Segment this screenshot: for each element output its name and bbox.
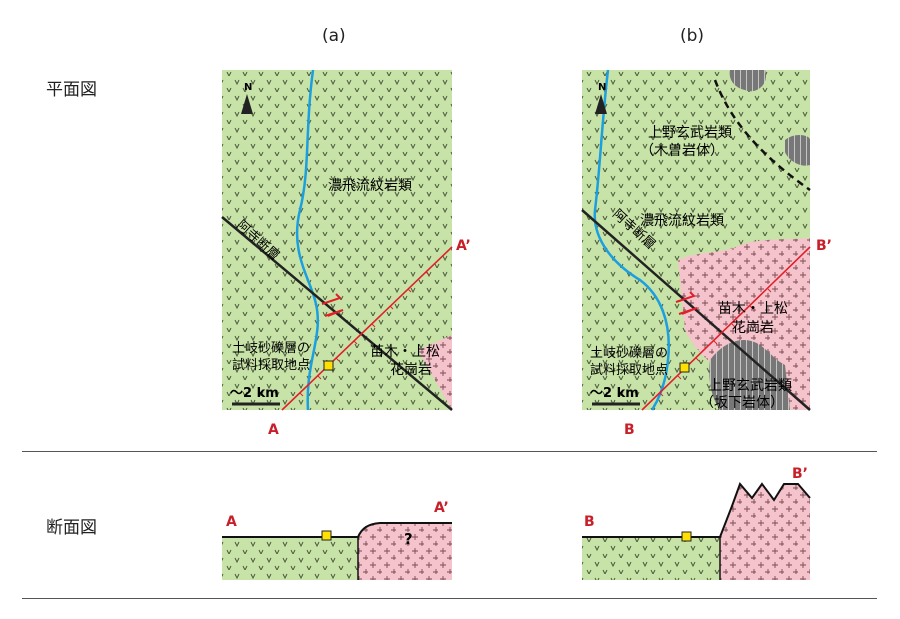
- section-label-b-left: B: [584, 514, 595, 530]
- north-label-b: N: [598, 82, 606, 93]
- fault-line-b: [581, 209, 811, 411]
- label-sample2-a: 試料採取地点: [232, 357, 310, 373]
- section-granite-b: [720, 484, 810, 580]
- label-basalt-saka1-b: 上野玄武岩類: [708, 377, 792, 394]
- section-surface-b: [582, 482, 811, 538]
- row-label-section: 断面図: [46, 518, 97, 538]
- granite-area-a: [418, 335, 452, 410]
- basalt-sakashita-b: [709, 340, 790, 410]
- boundary-dashed-b: [713, 79, 811, 192]
- map-frame-b: [582, 70, 810, 410]
- label-granite2-b: 花崗岩: [732, 320, 774, 336]
- north-arrow-b: N: [595, 82, 607, 114]
- section-line-ticks-b: [659, 271, 790, 397]
- label-granite1-b: 苗木・上松: [718, 301, 788, 317]
- panel-label-a: (a): [322, 26, 346, 46]
- river-a: [295, 69, 320, 411]
- scale-bar-b: ～2 km: [590, 386, 640, 406]
- scale-label-b: ～2 km: [590, 386, 639, 401]
- label-rhyolite-b: 濃飛流紋岩類: [640, 213, 724, 229]
- section-line-ticks-a: [299, 271, 430, 397]
- section-end-b-left: B: [624, 422, 635, 438]
- section-sample-a: [321, 530, 332, 541]
- section-line-a: [281, 246, 453, 411]
- section-rhyolite-b: [582, 537, 720, 580]
- panel-label-b: (b): [680, 26, 705, 46]
- section-label-a-right: A’: [434, 500, 449, 516]
- scale-bar-a: ～2 km: [230, 386, 280, 406]
- label-sample1-b: 土岐砂礫層の: [590, 345, 668, 361]
- section-label-b-right: B’: [792, 466, 808, 482]
- plan-map-b: N 上野玄武岩類 （木曽岩体） 濃飛流紋岩類 阿寺断層 苗木・上松 花崗岩 土岐…: [581, 69, 832, 438]
- fault-arrows-b: [675, 291, 698, 315]
- label-basalt-saka2-b: （坂下岩体）: [700, 395, 784, 411]
- sample-point-b: [679, 362, 690, 373]
- label-basalt-kiso1-b: 上野玄武岩類: [648, 124, 732, 141]
- divider-top: [22, 451, 877, 452]
- sample-point-a: [323, 360, 334, 371]
- label-granite1-a: 苗木・上松: [370, 344, 440, 360]
- river-b: [593, 69, 670, 411]
- section-label-a-left: A: [226, 514, 237, 530]
- cross-section-a: ? A A’: [222, 500, 452, 580]
- fault-line-a: [221, 216, 453, 411]
- label-rhyolite-a: 濃飛流紋岩類: [328, 178, 412, 194]
- section-granite-a: [358, 523, 452, 580]
- scale-label-a: ～2 km: [230, 386, 279, 401]
- label-sample2-b: 試料採取地点: [590, 362, 668, 378]
- plan-map-a: N 濃飛流紋岩類 阿寺断層 土岐砂礫層の 試料採取地点 苗木・上松 花崗岩 ～2…: [221, 69, 470, 438]
- divider-bottom: [22, 598, 877, 599]
- basalt-kiso-b: [729, 70, 810, 166]
- section-end-a-right: A’: [456, 238, 470, 254]
- north-label-a: N: [244, 82, 252, 93]
- label-sample1-a: 土岐砂礫層の: [232, 340, 310, 356]
- section-sample-b: [681, 531, 692, 542]
- section-end-a-left: A: [268, 422, 279, 438]
- label-granite2-a: 花崗岩: [390, 362, 432, 378]
- section-unknown-a: ?: [404, 530, 413, 548]
- label-basalt-kiso2-b: （木曽岩体）: [640, 143, 724, 159]
- north-arrow-a: N: [241, 82, 253, 114]
- row-label-plan: 平面図: [46, 80, 97, 100]
- section-line-b: [641, 246, 811, 411]
- section-surface-a: [222, 522, 452, 538]
- section-end-b-right: B’: [816, 238, 832, 254]
- cross-section-b: B B’: [582, 466, 811, 580]
- map-frame-a: [222, 70, 452, 410]
- fault-arrows-a: [321, 293, 344, 317]
- section-rhyolite-a: [222, 537, 358, 580]
